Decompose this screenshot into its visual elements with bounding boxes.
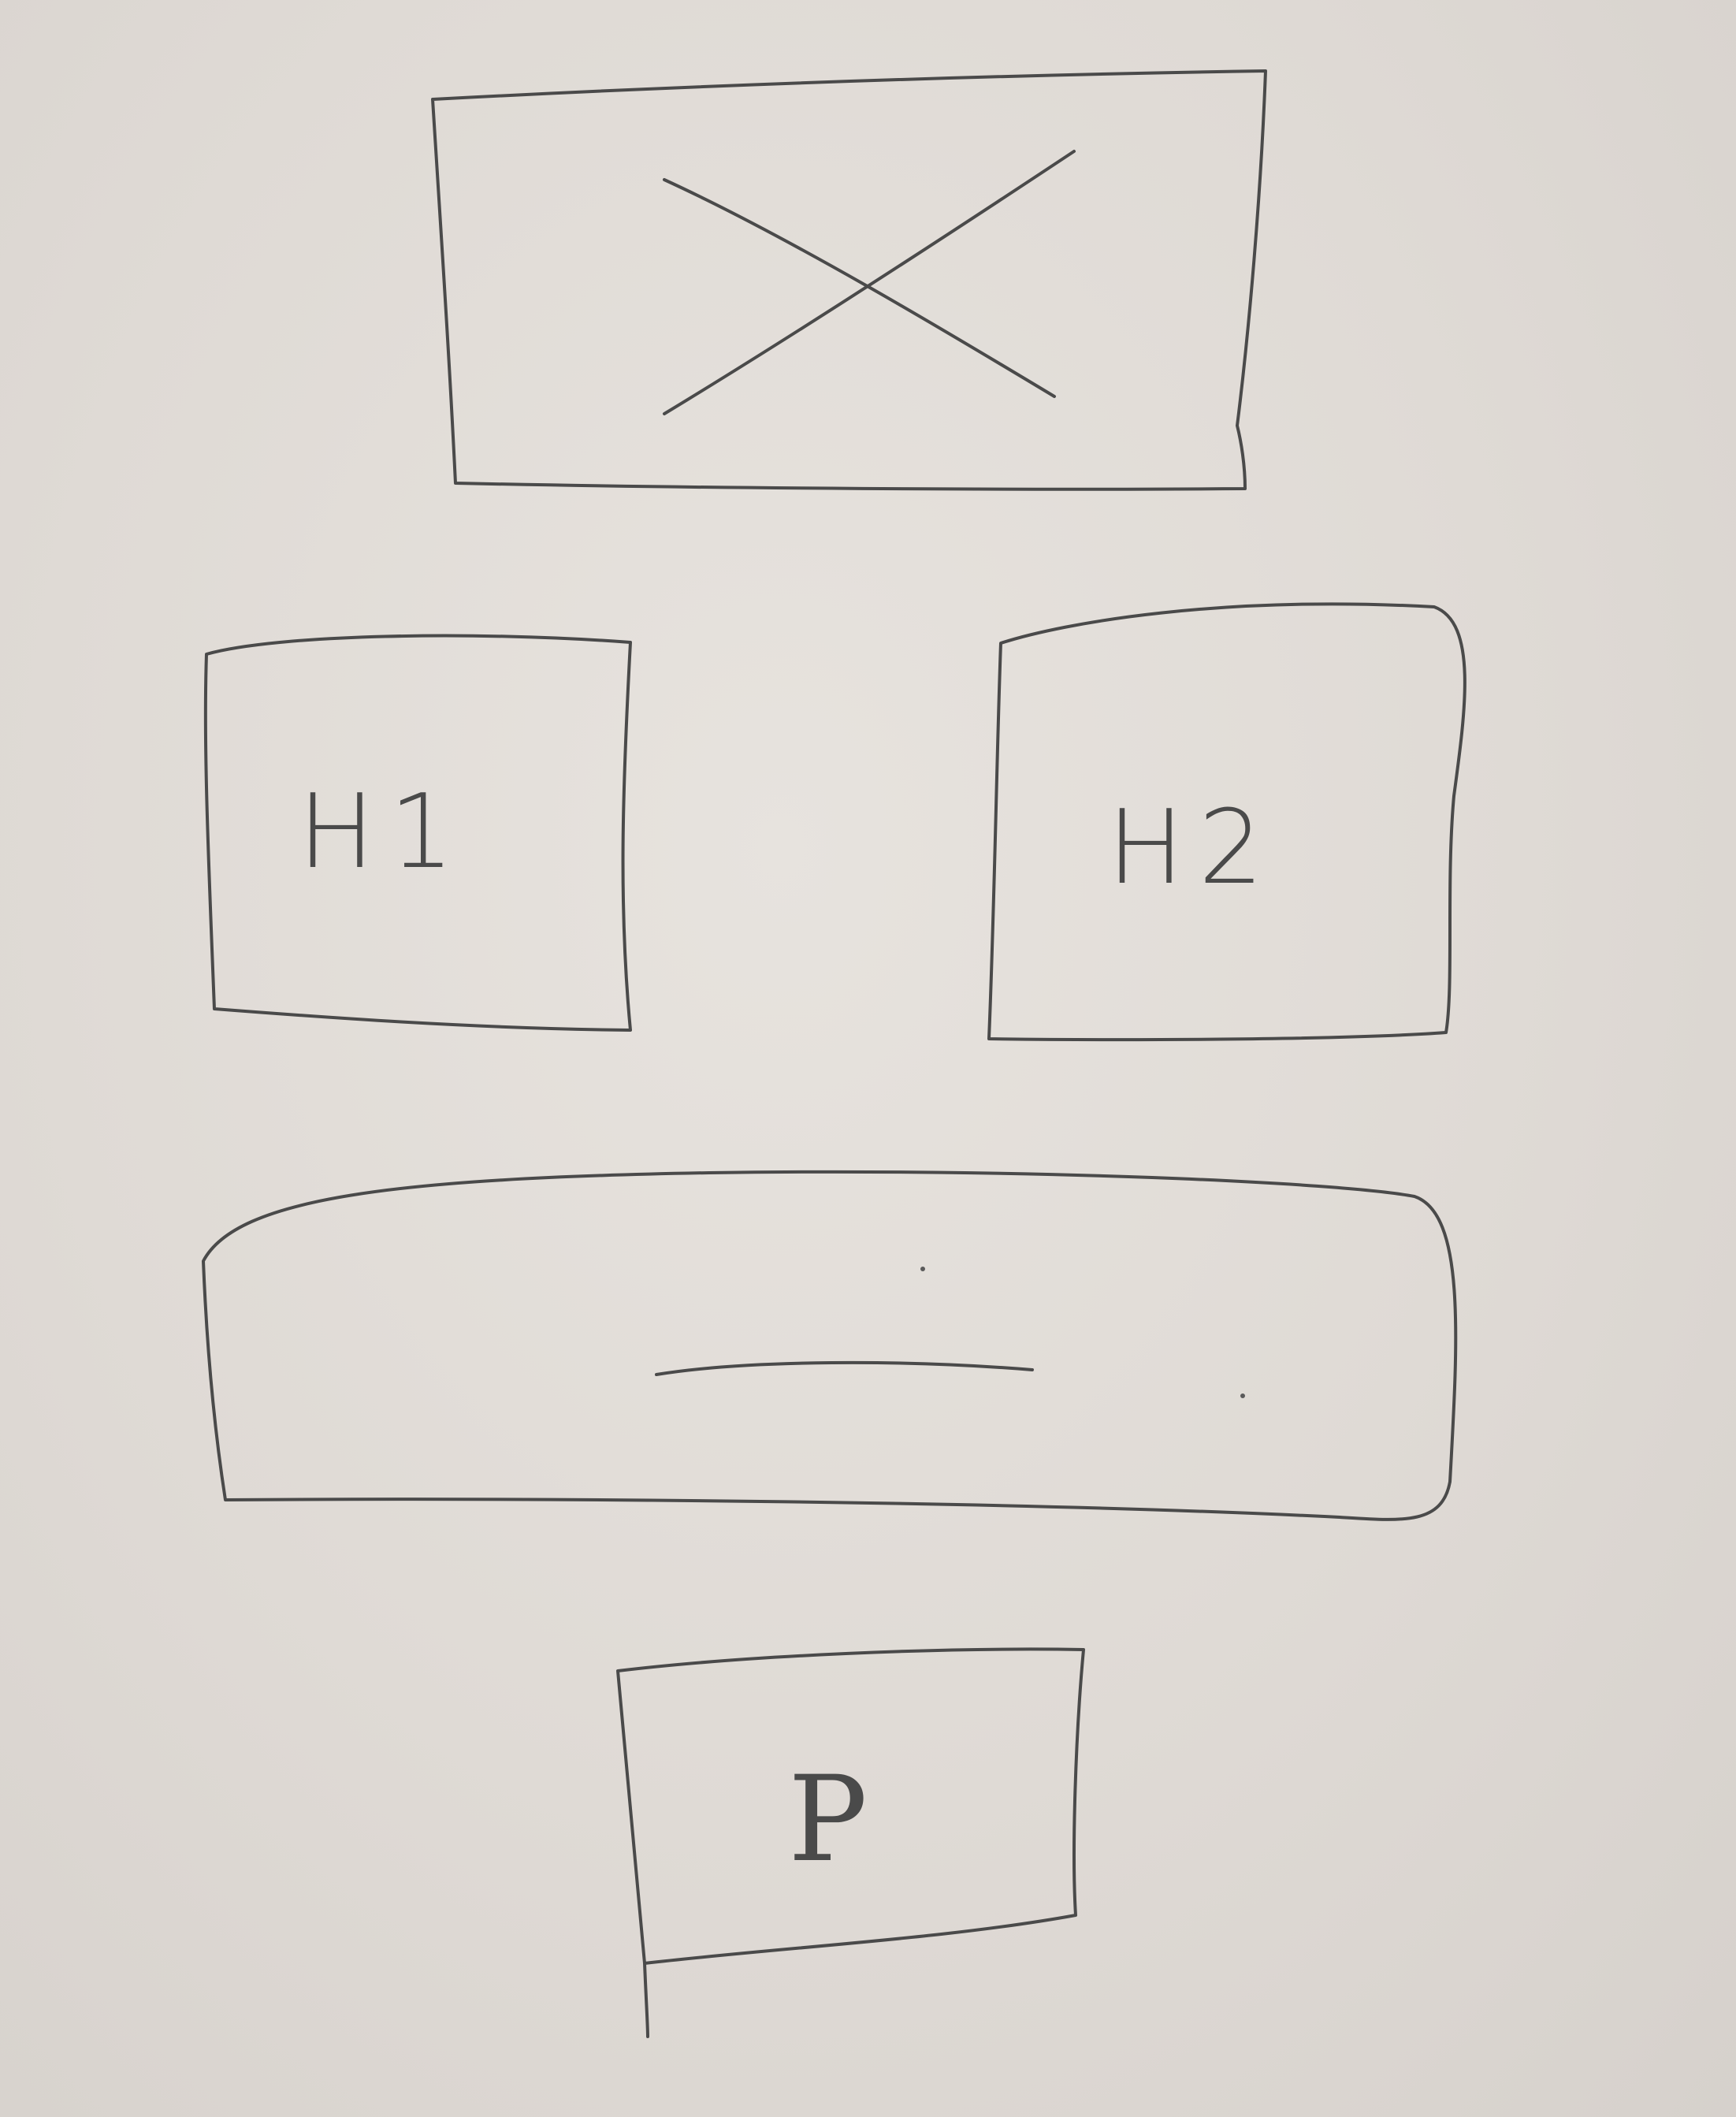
wide-box-outline [202, 1170, 1458, 1521]
h2-label: H2 [1107, 787, 1277, 907]
h1-box-outline [203, 634, 632, 1032]
wide-box-content-line [655, 1360, 1034, 1376]
cross-icon-stroke-2 [663, 150, 1076, 415]
pencil-speck-2 [1240, 1393, 1245, 1398]
h2-box: H2 [987, 602, 1466, 1042]
p-label: P [788, 1751, 868, 1888]
p-box-outline [616, 1647, 1085, 1965]
pencil-speck-1 [920, 1267, 925, 1271]
wide-box [202, 1170, 1458, 1521]
h2-box-outline [987, 602, 1466, 1042]
h1-label: H1 [298, 772, 468, 891]
cross-icon-stroke-1 [663, 178, 1056, 398]
image-placeholder [431, 69, 1267, 491]
p-box: P [616, 1647, 1085, 2038]
p-box-tail [643, 1962, 649, 2038]
image-placeholder-box [431, 69, 1267, 491]
h1-box: H1 [203, 634, 632, 1032]
